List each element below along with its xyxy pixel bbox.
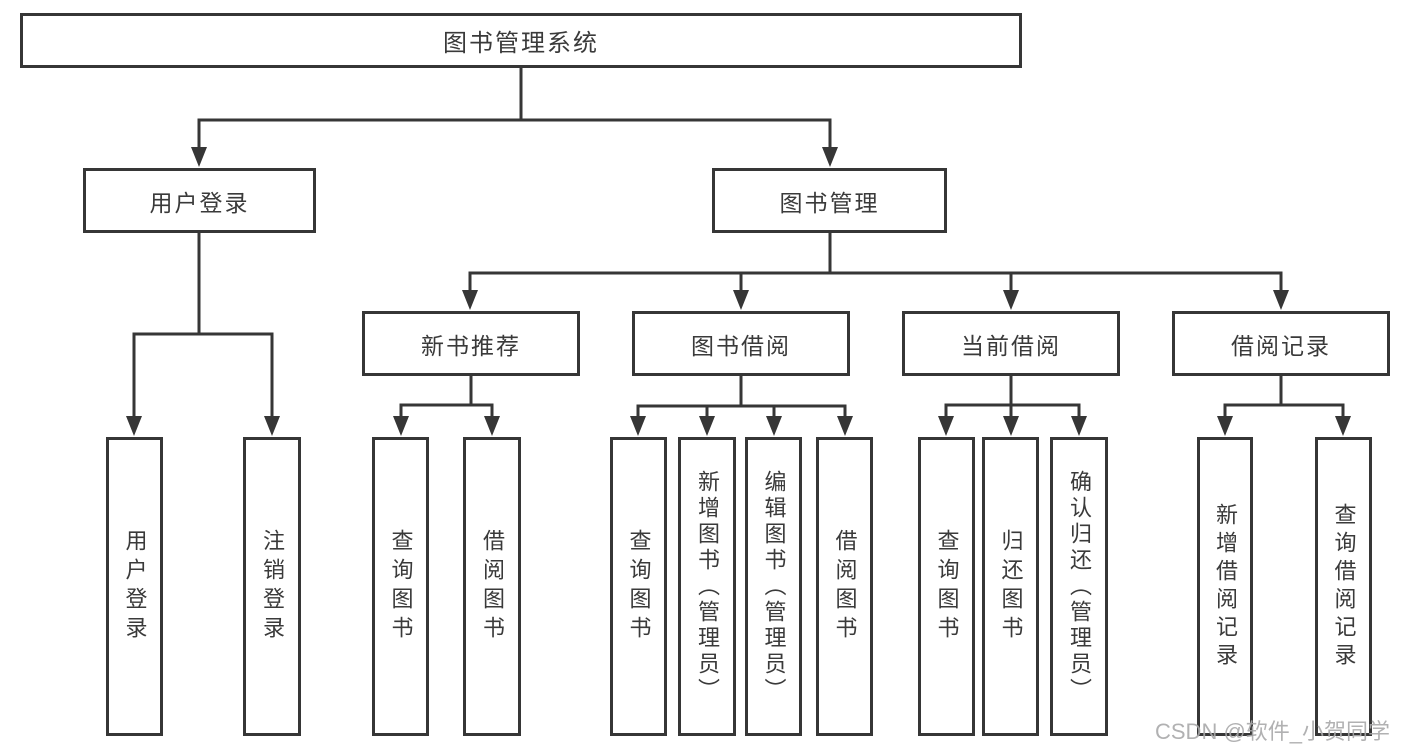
leaf-query-books-recommend: 查询图书 — [372, 437, 429, 736]
root-node-library-management-system: 图书管理系统 — [20, 13, 1022, 68]
leaf-label: 归还图书 — [998, 528, 1024, 645]
node-label: 借阅记录 — [1231, 332, 1331, 359]
leaf-query-books-borrowing: 查询图书 — [610, 437, 667, 736]
node-current-borrowing: 当前借阅 — [902, 311, 1120, 376]
node-book-management: 图书管理 — [712, 168, 947, 233]
node-label: 当前借阅 — [961, 332, 1061, 359]
root-node-label: 图书管理系统 — [443, 30, 599, 57]
leaf-label: 查询图书 — [626, 528, 652, 645]
leaf-label: 编辑图书（管理员） — [761, 469, 787, 704]
leaf-label: 借阅图书 — [832, 528, 858, 645]
leaf-edit-books-admin: 编辑图书（管理员） — [745, 437, 802, 736]
leaf-query-borrow-record: 查询借阅记录 — [1315, 437, 1372, 736]
leaf-logout: 注销登录 — [243, 437, 301, 736]
leaf-label: 注销登录 — [260, 528, 285, 645]
leaf-label: 查询图书 — [934, 528, 960, 645]
leaf-add-books-admin: 新增图书（管理员） — [678, 437, 736, 736]
node-new-book-recommendation: 新书推荐 — [362, 311, 580, 376]
leaf-label: 确认归还（管理员） — [1067, 469, 1092, 704]
leaf-return-books: 归还图书 — [982, 437, 1039, 736]
leaf-label: 新增图书（管理员） — [695, 469, 720, 704]
leaf-label: 查询借阅记录 — [1331, 502, 1357, 671]
leaf-add-borrow-record: 新增借阅记录 — [1197, 437, 1253, 736]
leaf-label: 借阅图书 — [480, 528, 505, 645]
leaf-label: 新增借阅记录 — [1213, 502, 1238, 671]
node-user-login: 用户登录 — [83, 168, 316, 233]
node-book-borrowing: 图书借阅 — [632, 311, 850, 376]
csdn-watermark: CSDN @软件_小贺同学 — [1155, 719, 1391, 744]
leaf-query-books-current: 查询图书 — [918, 437, 975, 736]
leaf-user-login: 用户登录 — [106, 437, 163, 736]
node-label: 新书推荐 — [421, 332, 521, 359]
node-borrowing-records: 借阅记录 — [1172, 311, 1390, 376]
leaf-confirm-return-admin: 确认归还（管理员） — [1050, 437, 1108, 736]
leaf-borrow-books: 借阅图书 — [816, 437, 873, 736]
node-label: 图书借阅 — [691, 332, 791, 359]
leaf-label: 查询图书 — [388, 528, 414, 645]
leaf-borrow-books-recommend: 借阅图书 — [463, 437, 521, 736]
node-label: 图书管理 — [779, 189, 880, 216]
node-label: 用户登录 — [149, 189, 250, 216]
leaf-label: 用户登录 — [122, 528, 148, 645]
